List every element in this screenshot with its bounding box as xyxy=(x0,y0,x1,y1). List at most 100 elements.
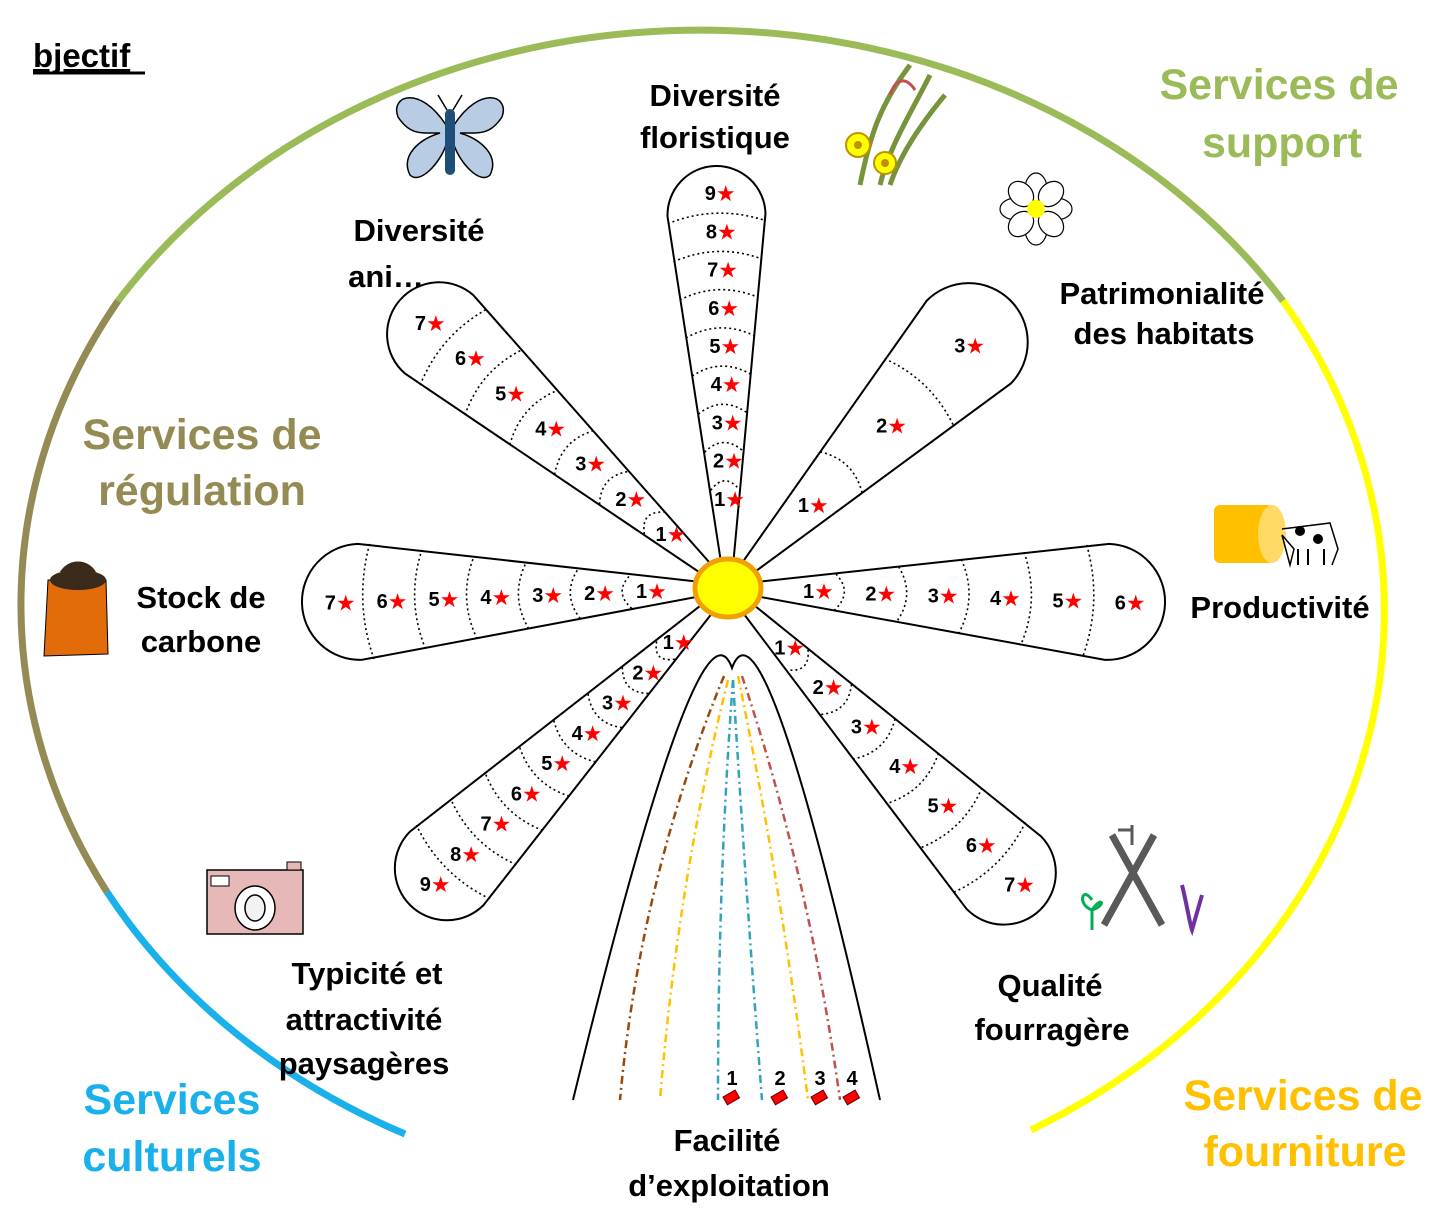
star-icon: ★ xyxy=(876,581,896,606)
camera-icon xyxy=(206,861,304,935)
star-icon: ★ xyxy=(1015,872,1035,897)
exploitation-marker xyxy=(810,1089,829,1106)
level-number: 1 xyxy=(663,632,674,654)
label-patrimonialite-2: des habitats xyxy=(1074,316,1255,351)
exploitation-level-number: 2 xyxy=(774,1068,785,1090)
exploitation-level-number: 3 xyxy=(814,1068,825,1090)
star-icon: ★ xyxy=(552,751,572,776)
level-number: 7 xyxy=(707,260,718,282)
fourniture-arc xyxy=(1029,298,1388,1134)
level-number: 9 xyxy=(420,874,431,896)
label-qualite-1: Qualité xyxy=(997,968,1102,1003)
medicinal-plant-cutlery-icon xyxy=(1081,825,1204,937)
star-icon: ★ xyxy=(725,487,745,512)
group-label-regulation-line2: régulation xyxy=(98,467,306,515)
level-number: 5 xyxy=(709,336,720,358)
level-divider xyxy=(819,451,863,494)
level-number: 6 xyxy=(966,835,977,857)
level-number: 2 xyxy=(713,451,724,473)
group-label-fourniture-line1: Services de xyxy=(1183,1072,1422,1120)
level-number: 3 xyxy=(851,716,862,738)
label-exploitation-2: d’exploitation xyxy=(628,1168,830,1203)
star-icon: ★ xyxy=(717,219,737,244)
petals xyxy=(300,164,1167,926)
label-exploitation-1: Facilité xyxy=(674,1123,781,1158)
petal-labels: Diversité floristique Patrimonialité des… xyxy=(136,78,1369,1203)
level-divider xyxy=(419,308,488,386)
carbon-sack-icon xyxy=(43,561,109,657)
level-divider xyxy=(667,212,766,225)
exploitation-line-2 xyxy=(731,679,764,1101)
star-icon: ★ xyxy=(440,587,460,612)
star-icon: ★ xyxy=(583,721,603,746)
star-icon: ★ xyxy=(900,754,920,779)
wildflower-icon xyxy=(845,63,947,186)
petal-outline xyxy=(726,542,1167,661)
star-icon: ★ xyxy=(647,579,667,604)
level-divider xyxy=(415,824,491,900)
petal-outline xyxy=(724,282,1029,592)
star-icon: ★ xyxy=(388,589,408,614)
level-divider xyxy=(655,640,675,661)
exploitation-line-1 xyxy=(716,679,735,1101)
level-number: 4 xyxy=(480,587,492,609)
star-icon: ★ xyxy=(466,346,486,371)
level-number: 7 xyxy=(325,593,336,615)
level-number: 3 xyxy=(712,412,723,434)
level-divider xyxy=(697,403,748,415)
level-number: 4 xyxy=(990,588,1002,610)
level-number: 7 xyxy=(1004,874,1015,896)
level-number: 6 xyxy=(377,591,388,613)
label-qualite-2: fourragère xyxy=(974,1012,1129,1047)
exploitation-line-1b xyxy=(658,679,730,1101)
star-icon: ★ xyxy=(586,452,606,477)
level-number: 8 xyxy=(450,844,461,866)
star-icon: ★ xyxy=(718,258,738,283)
level-number: 2 xyxy=(615,489,626,511)
level-number: 3 xyxy=(954,336,965,358)
star-icon: ★ xyxy=(719,296,739,321)
flower-center xyxy=(692,556,764,620)
level-divider xyxy=(552,719,596,763)
label-productivite: Productivité xyxy=(1190,590,1369,625)
level-divider xyxy=(834,573,846,611)
level-number: 4 xyxy=(572,723,584,745)
group-label-support-line1: Services de xyxy=(1159,61,1398,109)
label-stock-carbone-1: Stock de xyxy=(136,580,265,615)
label-diversite-animale-1: Diversité xyxy=(354,213,485,248)
star-icon: ★ xyxy=(814,579,834,604)
level-number: 5 xyxy=(429,589,440,611)
level-divider xyxy=(1081,544,1095,658)
level-number: 1 xyxy=(655,524,666,546)
exploitation-line-5 xyxy=(740,675,842,1101)
daisy-icon xyxy=(999,172,1073,246)
star-icon: ★ xyxy=(492,585,512,610)
petal-outline xyxy=(666,164,767,590)
level-number: 1 xyxy=(714,489,725,511)
level-divider xyxy=(569,568,581,620)
level-number: 2 xyxy=(813,677,824,699)
level-divider xyxy=(679,288,759,301)
level-number: 5 xyxy=(541,753,552,775)
group-label-fourniture-line2: fourniture xyxy=(1203,1128,1406,1176)
star-icon: ★ xyxy=(977,833,997,858)
label-stock-carbone-2: carbone xyxy=(141,624,262,659)
label-typicite-1: Typicité et xyxy=(291,956,442,991)
level-divider xyxy=(587,693,623,729)
level-divider xyxy=(952,822,1027,894)
group-label-culturels-line1: Services xyxy=(84,1076,261,1124)
exploitation-line-3 xyxy=(618,675,726,1101)
star-icon: ★ xyxy=(824,675,844,700)
regulation-arc xyxy=(17,299,121,894)
exploitation-marker xyxy=(770,1089,789,1106)
star-icon: ★ xyxy=(939,584,959,609)
level-divider xyxy=(895,566,908,623)
petal-outline xyxy=(300,542,730,661)
level-divider xyxy=(518,745,570,797)
support-arc xyxy=(115,26,1286,304)
level-number: 5 xyxy=(928,795,939,817)
level-number: 8 xyxy=(706,221,717,243)
star-icon: ★ xyxy=(506,381,526,406)
star-icon: ★ xyxy=(426,311,446,336)
star-icon: ★ xyxy=(674,630,694,655)
